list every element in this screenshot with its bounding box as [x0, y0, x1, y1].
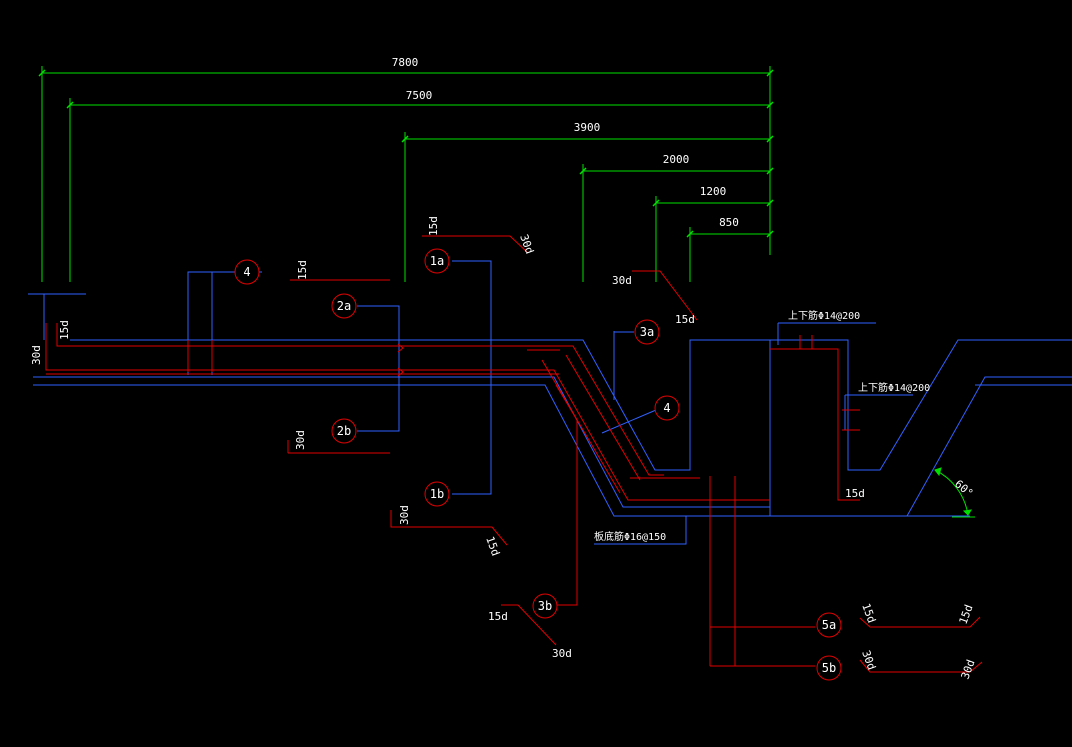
- concrete-outline: [28, 260, 1072, 545]
- rebar-lines: [45, 235, 983, 673]
- bubbles: [234, 248, 842, 681]
- bubble-4a: [234, 259, 260, 285]
- label-rebar-side: 上下筋Φ14@200: [858, 381, 930, 394]
- label-15d-leftbar: 15d: [58, 320, 71, 340]
- dim-1200: 1200: [700, 185, 727, 198]
- label-15d-right: 15d: [845, 487, 865, 500]
- bubble-4a-label: 4: [243, 265, 250, 279]
- label-30d-3b: 30d: [552, 647, 572, 660]
- label-rebar-top: 上下筋Φ14@200: [788, 309, 860, 322]
- bubble-1b: [424, 481, 450, 507]
- bubble-5a: [816, 612, 842, 638]
- bubble-5b-label: 5b: [822, 661, 836, 675]
- dim-7500: 7500: [406, 89, 433, 102]
- label-15d-mid: 15d: [675, 313, 695, 326]
- bubble-1b-label: 1b: [430, 487, 444, 501]
- label-15d-1b: 15d: [483, 535, 502, 558]
- bubble-3a-label: 3a: [640, 325, 654, 339]
- label-15d-5a-left: 15d: [859, 602, 878, 625]
- label-30d-leftbar: 30d: [30, 345, 43, 365]
- bubble-1a: [424, 248, 450, 274]
- bubble-4b-label: 4: [663, 401, 670, 415]
- label-30d-1b: 30d: [398, 505, 411, 525]
- bubble-3b-label: 3b: [538, 599, 552, 613]
- label-15d-top: 15d: [427, 216, 440, 236]
- bubble-5b: [816, 655, 842, 681]
- bubble-2b: [331, 418, 357, 444]
- bubble-5a-label: 5a: [822, 618, 836, 632]
- label-15d-5a-right: 15d: [957, 603, 976, 626]
- bubble-3a: [634, 319, 660, 345]
- dim-850: 850: [719, 216, 739, 229]
- bubble-2b-label: 2b: [337, 424, 351, 438]
- dimension-lines: [38, 66, 975, 518]
- bubble-2a-label: 2a: [337, 299, 351, 313]
- bubble-4b: [654, 395, 680, 421]
- bubble-1a-label: 1a: [430, 254, 444, 268]
- label-30d-5b-right: 30d: [959, 658, 978, 681]
- bubble-2a: [331, 293, 357, 319]
- label-30d-5b-left: 30d: [859, 649, 878, 672]
- dim-2000: 2000: [663, 153, 690, 166]
- label-30d-top: 30d: [517, 233, 536, 256]
- dim-3900: 3900: [574, 121, 601, 134]
- label-30d-mid: 30d: [612, 274, 632, 287]
- label-angle: 60°: [952, 477, 976, 500]
- label-15d-3b: 15d: [488, 610, 508, 623]
- label-30d-2b: 30d: [294, 430, 307, 450]
- label-15d-left: 15d: [296, 260, 309, 280]
- bubble-3b: [532, 593, 558, 619]
- label-rebar-bottom: 板底筋Φ16@150: [594, 530, 666, 543]
- dim-7800: 7800: [392, 56, 419, 69]
